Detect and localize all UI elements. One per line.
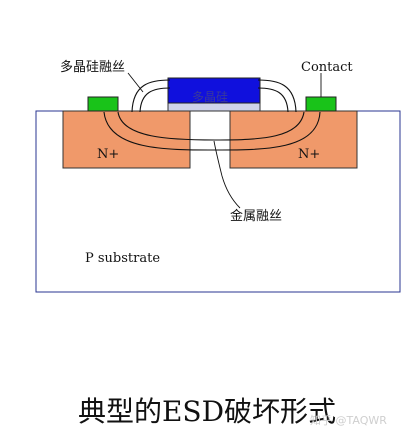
poly-gate-label: 多晶硅 xyxy=(192,90,228,104)
contact-left xyxy=(87,96,119,112)
poly-fuse-label: 多晶硅融丝 xyxy=(60,59,125,75)
figure-caption: 典型的ESD破坏形式 xyxy=(77,395,337,428)
leader-poly-fuse xyxy=(127,72,144,93)
leader-metal-fuse xyxy=(213,140,241,209)
metal-fuse-label: 金属融丝 xyxy=(230,208,282,224)
watermark: 知乎 @TAQWR xyxy=(310,414,387,427)
contact-right xyxy=(305,96,337,112)
poly-fuse-arc-left-inner xyxy=(139,87,171,113)
poly-fuse-arc-right xyxy=(257,79,297,113)
p-substrate-label: P substrate xyxy=(85,251,160,266)
n-plus-label-right: N+ xyxy=(298,147,320,162)
poly-gate xyxy=(167,77,261,104)
poly-fuse-arc-left xyxy=(131,79,171,113)
metal-fuse-loop-outer xyxy=(103,111,321,151)
contact-label: Contact xyxy=(301,60,353,75)
n-plus-label-left: N+ xyxy=(97,147,119,162)
poly-fuse-arc-right-inner xyxy=(257,87,289,113)
metal-fuse-loop-inner xyxy=(117,111,305,141)
n-plus-region-left xyxy=(62,110,191,169)
